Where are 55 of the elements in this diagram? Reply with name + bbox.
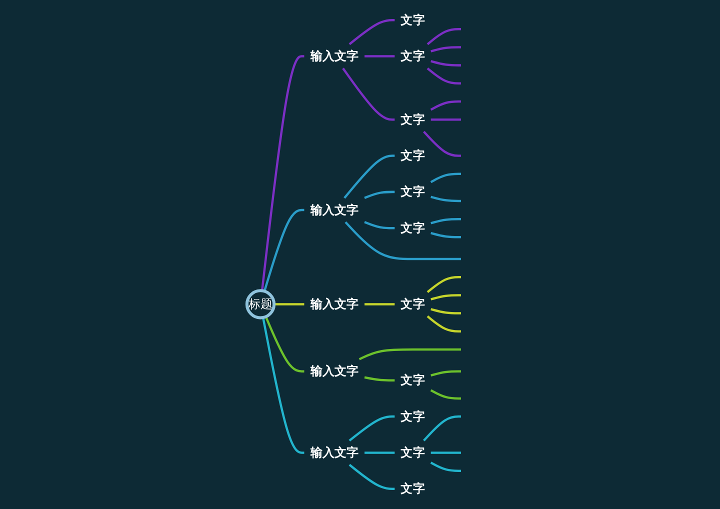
branch-line bbox=[430, 370, 461, 377]
branch-label: 文字 bbox=[400, 48, 425, 64]
branch-line bbox=[426, 28, 461, 46]
branch-line bbox=[364, 55, 395, 58]
branch-line bbox=[430, 232, 461, 238]
branch-line bbox=[274, 303, 304, 306]
branch-label: 文字 bbox=[400, 481, 425, 496]
branch-line bbox=[358, 348, 461, 360]
branch-label: 文字 bbox=[400, 372, 425, 388]
branch-line bbox=[430, 452, 461, 454]
branch-label: 文字 bbox=[400, 148, 425, 163]
branch-line bbox=[364, 221, 395, 230]
branch-line bbox=[426, 67, 461, 85]
branch-line bbox=[348, 464, 395, 490]
branch-line bbox=[342, 68, 395, 121]
branch-line bbox=[263, 208, 304, 292]
branch-label: 文字 bbox=[400, 112, 425, 126]
branch-line bbox=[430, 218, 461, 224]
branch-label: 文字 bbox=[400, 220, 425, 235]
title-circle: 标题 bbox=[245, 289, 276, 320]
branch-line bbox=[430, 389, 461, 400]
branch-line bbox=[426, 276, 461, 294]
branch-label: 输入文字 bbox=[310, 202, 358, 217]
branch-label: 文字 bbox=[400, 445, 425, 460]
branch-label: 文字 bbox=[400, 184, 425, 199]
branch-line bbox=[430, 462, 461, 472]
branch-line bbox=[364, 376, 395, 382]
branch-line bbox=[430, 172, 461, 184]
branch-line bbox=[430, 308, 461, 314]
branch-line bbox=[430, 60, 461, 66]
branch-label: 文字 bbox=[400, 296, 425, 312]
branch-line bbox=[264, 316, 304, 372]
branch-line bbox=[364, 190, 395, 200]
branch-label: 输入文字 bbox=[310, 364, 358, 378]
branch-label: 输入文字 bbox=[310, 48, 358, 64]
branch-label: 文字 bbox=[400, 12, 425, 27]
branch-line bbox=[344, 154, 395, 199]
branch-line bbox=[364, 303, 395, 306]
branch-label: 文字 bbox=[400, 409, 425, 424]
branch-line bbox=[344, 221, 461, 260]
branch-line bbox=[426, 315, 461, 332]
branch-line bbox=[422, 415, 461, 442]
branch-label: 输入文字 bbox=[310, 445, 358, 460]
branch-line bbox=[262, 317, 304, 454]
branch-line bbox=[364, 452, 395, 454]
branch-line bbox=[422, 130, 461, 157]
branch-line bbox=[260, 55, 304, 291]
branch-label: 输入文字 bbox=[310, 296, 358, 312]
branch-line bbox=[430, 46, 461, 52]
branch-line bbox=[430, 118, 461, 121]
branch-line bbox=[430, 100, 461, 111]
branch-line bbox=[348, 18, 395, 46]
branch-line bbox=[430, 294, 461, 300]
branch-line bbox=[430, 196, 461, 202]
branch-line bbox=[348, 415, 395, 442]
